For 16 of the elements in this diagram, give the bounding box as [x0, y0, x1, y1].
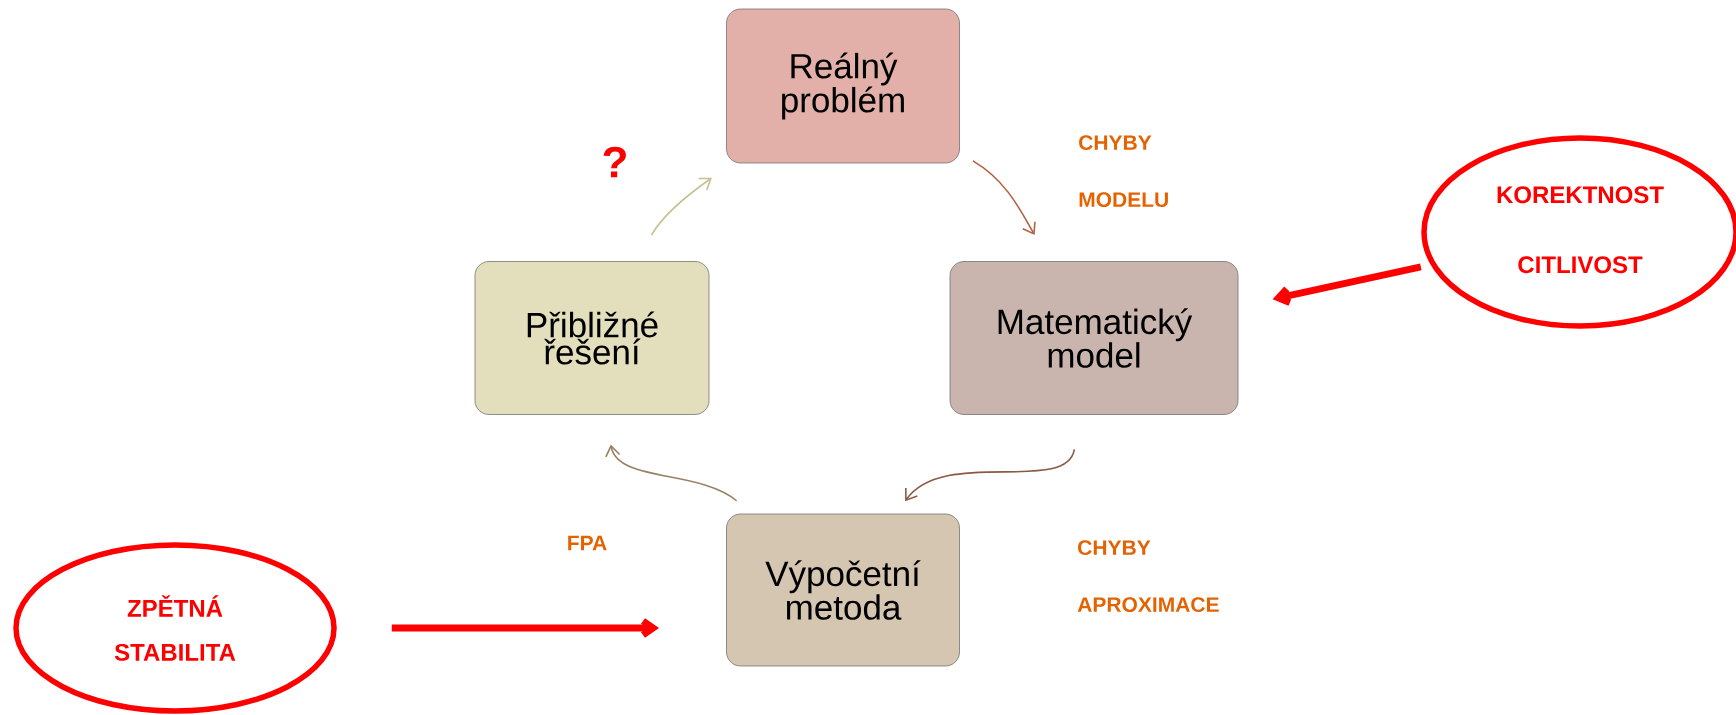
process-box: Přibližné řešení [474, 261, 710, 415]
edge-label: CHYBY MODELU [1079, 135, 1168, 208]
arrow [605, 444, 738, 502]
process-box: Matematický model [949, 261, 1239, 415]
edge-label: ? [603, 146, 626, 178]
ellipse-callout: ZPĚTNÁ STABILITA [13, 542, 337, 714]
edge-label: FPA [568, 535, 607, 551]
process-box: Reálný problém [726, 8, 960, 164]
arrow [905, 448, 1076, 502]
ellipse-callout: KOREKTNOST CITLIVOST [1421, 135, 1736, 329]
process-box: Výpočetní metoda [726, 513, 960, 667]
arrow [391, 618, 660, 638]
arrow [1272, 263, 1422, 306]
edge-label: CHYBY APROXIMACE [1077, 540, 1219, 613]
arrow [972, 160, 1036, 236]
arrow [650, 177, 713, 236]
